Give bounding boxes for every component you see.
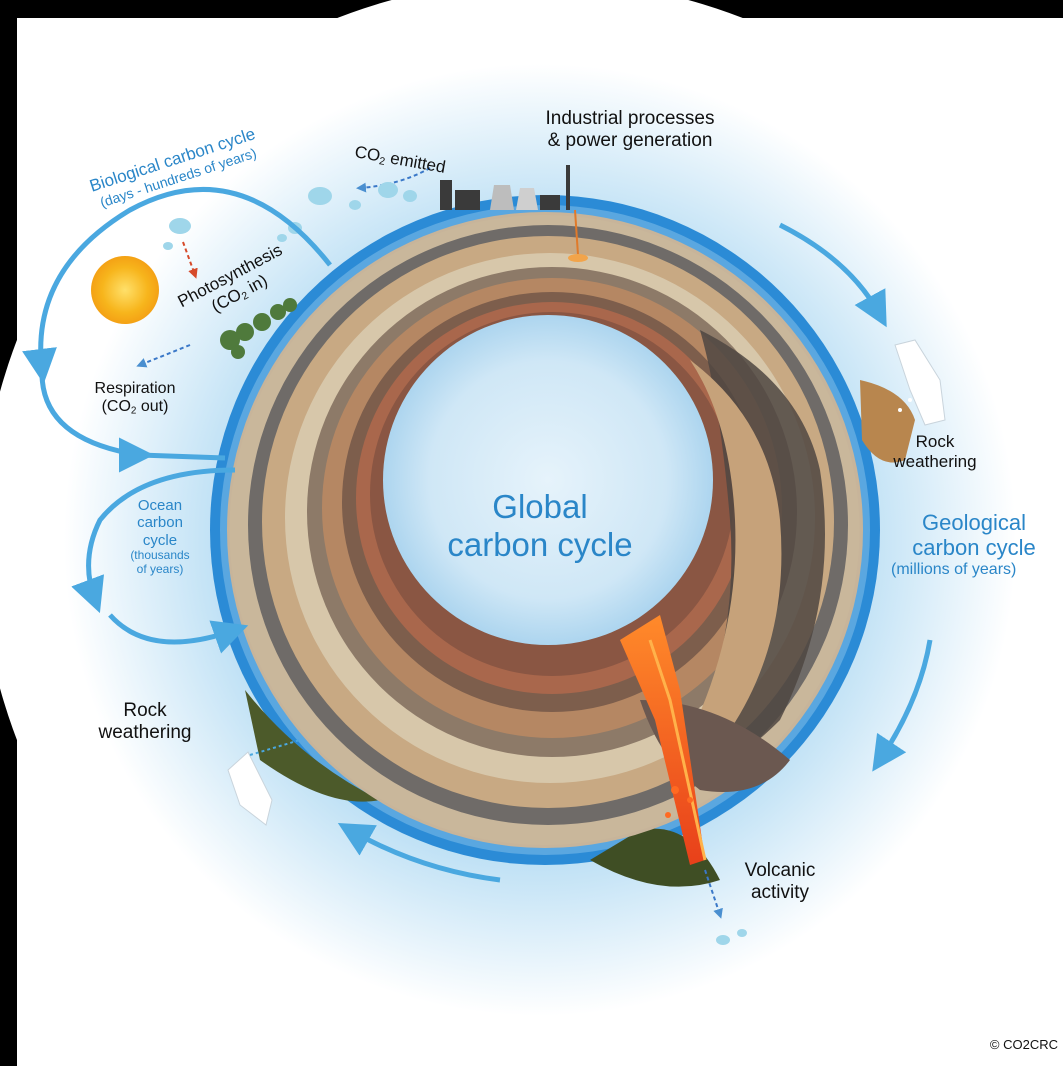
respiration-label: Respiration (CO2 out) xyxy=(94,380,176,417)
copyright-text: © CO2CRC xyxy=(989,1037,1058,1052)
biological-arrow-bottom xyxy=(39,369,226,461)
center-title-line1: Global xyxy=(492,488,588,525)
volcano xyxy=(620,615,747,945)
co2-emitted-bubbles xyxy=(277,167,431,242)
biological-cycle xyxy=(91,218,297,368)
rock-weathering-right-icon xyxy=(894,339,946,426)
rock-weathering-left-label: Rock weathering xyxy=(98,700,192,743)
volcanic-activity-label: Volcanic activity xyxy=(744,860,816,903)
industrial-label-line1: Industrial processes xyxy=(545,108,715,129)
rock-weathering-right-label: Rock weathering xyxy=(893,432,977,471)
ocean-arrow-left xyxy=(71,467,236,614)
rock-weathering-left-icon xyxy=(227,739,301,826)
industrial-plant xyxy=(440,165,588,262)
ocean-cycle-label: Ocean carbon cycle (thousands of years) xyxy=(130,497,190,576)
ocean-arrow-right xyxy=(108,613,249,654)
cycle-arrows xyxy=(22,187,933,883)
geological-arrow-right xyxy=(872,639,933,772)
geological-arrow-bottom xyxy=(337,823,501,883)
center-title-line2: carbon cycle xyxy=(447,525,633,563)
industrial-label-line2: & power generation xyxy=(547,129,713,151)
geological-cycle-label: Geological carbon cycle (millions of yea… xyxy=(891,510,1036,578)
biological-arrow-top xyxy=(22,187,332,384)
rock-outcrop-right xyxy=(860,380,915,463)
industrial-label: Industrial processes & power generation xyxy=(500,108,760,152)
green-land-left xyxy=(245,690,380,802)
center-title: Global carbon cycle xyxy=(380,488,700,564)
geological-arrow-top xyxy=(778,222,887,328)
center-hole xyxy=(383,315,713,645)
sun-icon xyxy=(91,256,159,324)
